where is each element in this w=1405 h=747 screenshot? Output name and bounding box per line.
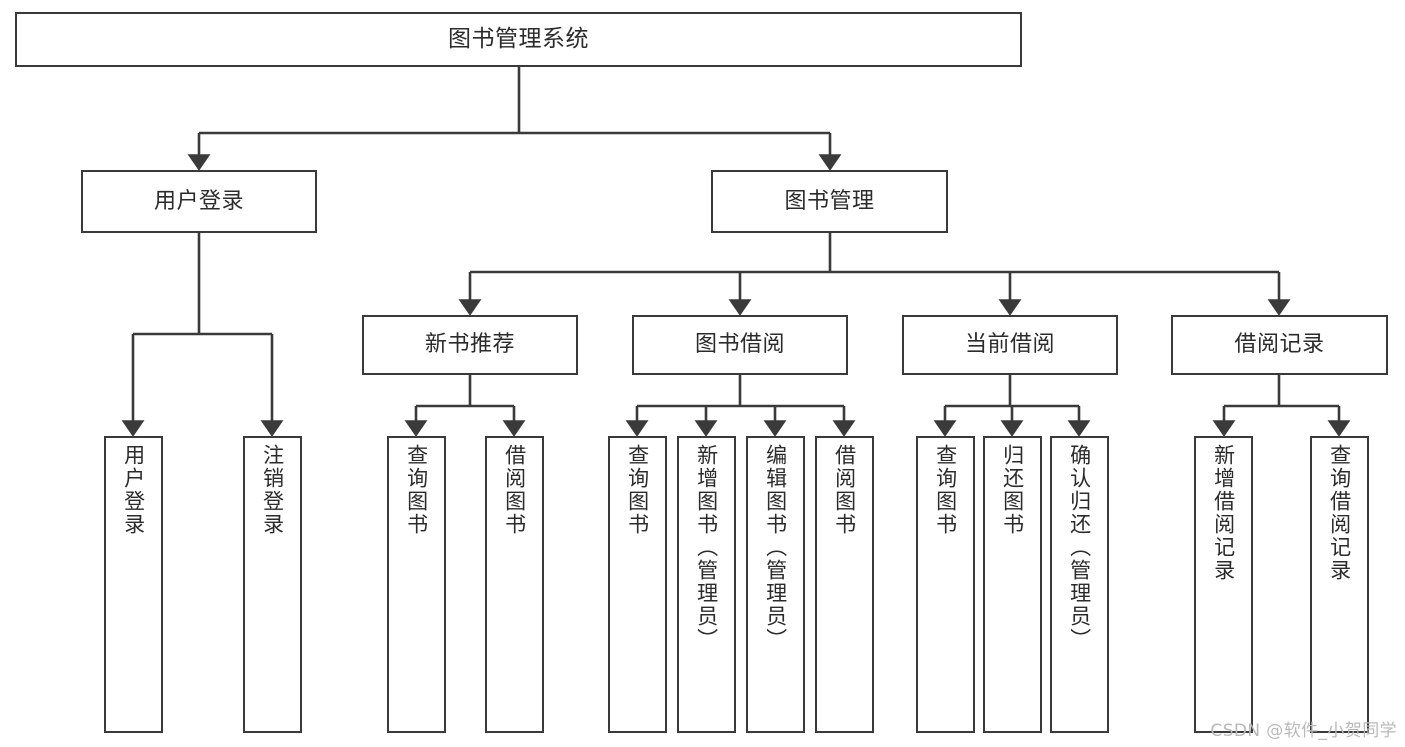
node-borrow-record[interactable]: 借阅记录 xyxy=(1171,315,1388,375)
leaf-current-return-book[interactable]: 归还图书 xyxy=(983,436,1042,733)
node-book-management[interactable]: 图书管理 xyxy=(711,170,948,233)
node-label: 图书借阅 xyxy=(694,332,785,358)
node-label: 图书管理系统 xyxy=(448,26,589,53)
leaf-record-query[interactable]: 查询借阅记录 xyxy=(1310,436,1369,733)
node-label: 归还图书 xyxy=(1000,444,1025,536)
node-label: 编辑图书（管理员） xyxy=(763,444,788,651)
node-label: 确认归还（管理员） xyxy=(1067,444,1092,651)
leaf-borrow-add-book-admin[interactable]: 新增图书（管理员） xyxy=(677,436,736,733)
node-label: 新增借阅记录 xyxy=(1211,444,1236,582)
node-label: 借阅记录 xyxy=(1234,332,1325,358)
node-user-login[interactable]: 用户登录 xyxy=(81,170,317,233)
node-label: 图书管理 xyxy=(784,188,875,214)
csdn-watermark: CSDN @软件_小贺同学 xyxy=(1210,721,1397,741)
node-label: 查询图书 xyxy=(404,444,429,536)
node-book-borrow[interactable]: 图书借阅 xyxy=(632,315,848,375)
leaf-current-query-book[interactable]: 查询图书 xyxy=(916,436,975,733)
node-label: 注销登录 xyxy=(260,444,285,536)
leaf-user-login-signout[interactable]: 注销登录 xyxy=(243,436,302,733)
node-label: 查询借阅记录 xyxy=(1327,444,1352,582)
node-label: 用户登录 xyxy=(121,444,146,536)
node-label: 新增图书（管理员） xyxy=(694,444,719,651)
node-label: 当前借阅 xyxy=(964,332,1055,358)
leaf-current-confirm-return-admin[interactable]: 确认归还（管理员） xyxy=(1050,436,1109,733)
leaf-borrow-query-book[interactable]: 查询图书 xyxy=(608,436,667,733)
node-label: 借阅图书 xyxy=(832,444,857,536)
node-current-borrow[interactable]: 当前借阅 xyxy=(902,315,1118,375)
leaf-borrow-edit-book-admin[interactable]: 编辑图书（管理员） xyxy=(746,436,805,733)
node-root-system[interactable]: 图书管理系统 xyxy=(15,12,1022,67)
node-label: 借阅图书 xyxy=(502,444,527,536)
node-label: 查询图书 xyxy=(625,444,650,536)
node-label: 用户登录 xyxy=(153,188,244,214)
leaf-new-book-query[interactable]: 查询图书 xyxy=(387,436,446,733)
leaf-borrow-borrow-book[interactable]: 借阅图书 xyxy=(815,436,874,733)
node-label: 新书推荐 xyxy=(424,332,515,358)
node-new-book-recommend[interactable]: 新书推荐 xyxy=(362,315,578,375)
leaf-record-add[interactable]: 新增借阅记录 xyxy=(1194,436,1253,733)
node-label: 查询图书 xyxy=(933,444,958,536)
leaf-new-book-borrow[interactable]: 借阅图书 xyxy=(485,436,544,733)
leaf-user-login-signin[interactable]: 用户登录 xyxy=(104,436,163,733)
